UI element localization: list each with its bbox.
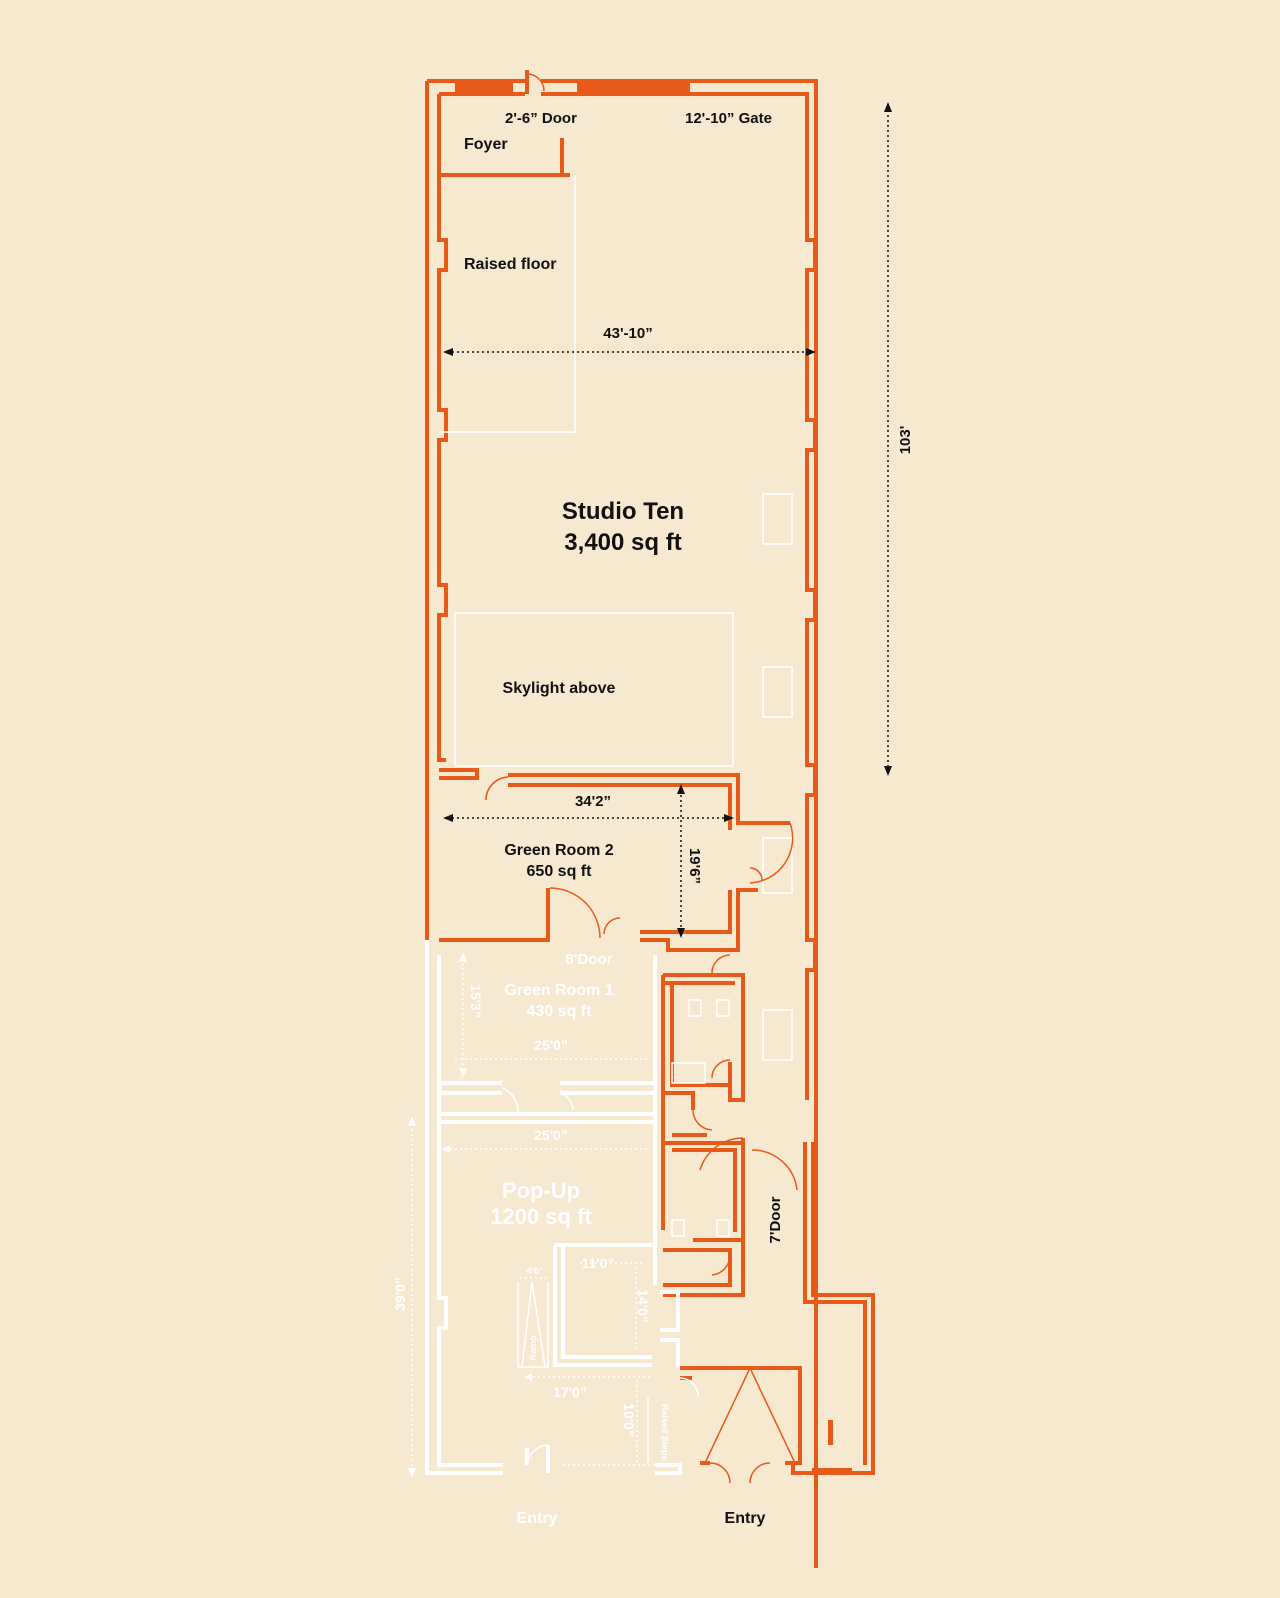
dim-4-label: 4'0” [527, 1266, 544, 1276]
studio-length-label: 103' [897, 426, 914, 455]
seven-foot-door-label: 7'Door [767, 1196, 784, 1243]
dimension-lines [408, 102, 892, 1478]
ramp-label: Ramp [528, 1335, 538, 1361]
green-room-1-area: 430 sq ft [527, 1003, 593, 1020]
dim-11-label: 11'0” [582, 1255, 615, 1271]
main-entry-label[interactable]: Entry [725, 1510, 766, 1527]
green-room-2-area: 650 sq ft [527, 863, 593, 880]
green-room-1-depth-label: 15'3” [468, 984, 484, 1018]
popup-walls [425, 940, 699, 1475]
dim-10-label: 10'0” [621, 1403, 637, 1437]
green-room-2-title: Green Room 2 [504, 842, 613, 859]
studio-ten-walls [425, 70, 875, 1568]
gate-label: 12'-10” Gate [685, 110, 772, 127]
popup-length-label: 39'0” [392, 1277, 408, 1311]
green-room-1-title: Green Room 1 [504, 982, 613, 999]
green-room-1-width-label: 25'0” [534, 1037, 568, 1053]
green-room-2-width-label: 34'2” [575, 793, 611, 810]
eight-foot-door-label: 8'Door [566, 951, 613, 968]
dim-14-label: 14'0” [635, 1289, 651, 1323]
green-room-2-depth-label: 19'6” [686, 848, 703, 884]
popup-title: Pop-Up [502, 1178, 580, 1203]
popup-entry-label[interactable]: Entry [517, 1510, 558, 1527]
skylight-label: Skylight above [503, 680, 616, 697]
raised-steps-label: Raised Steps [660, 1404, 670, 1461]
door-label: 2'-6” Door [505, 110, 577, 127]
studio-width-label: 43'-10” [603, 325, 652, 342]
studio-ten-area: 3,400 sq ft [564, 529, 681, 556]
studio-ten-title: Studio Ten [562, 498, 684, 525]
popup-width-label: 25'0” [534, 1127, 568, 1143]
foyer-label: Foyer [464, 136, 508, 153]
raised-floor-label: Raised floor [464, 256, 556, 273]
dim-17-label: 17'0” [553, 1384, 587, 1400]
popup-area: 1200 sq ft [490, 1204, 592, 1229]
